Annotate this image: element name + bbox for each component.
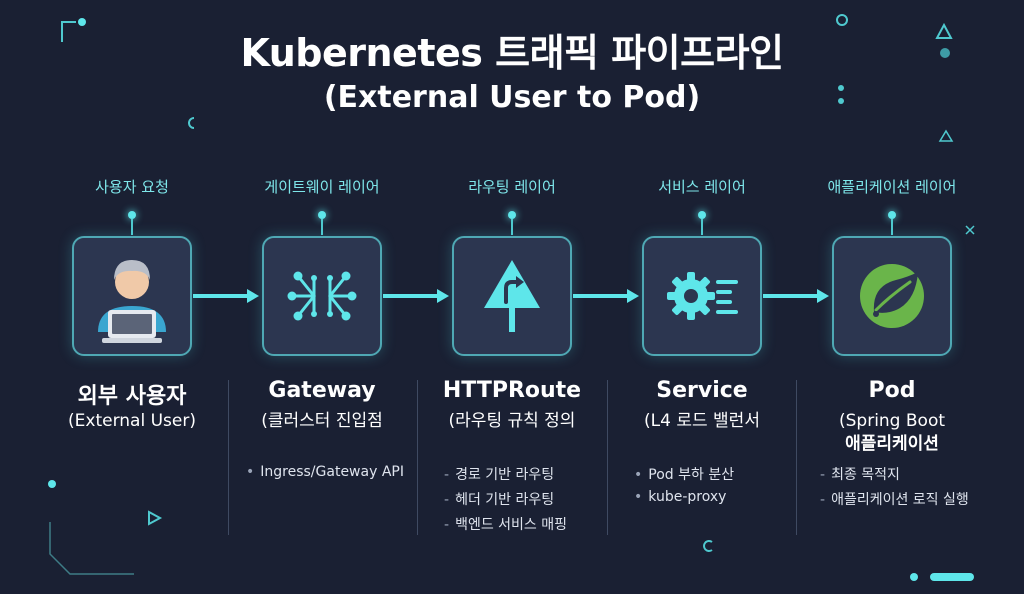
bullet-list: • Ingress/Gateway API <box>246 464 404 489</box>
pill-decoration <box>910 573 974 581</box>
node-httproute <box>452 236 572 356</box>
layer-label-gateway: 게이트웨이 레이어 <box>264 178 380 196</box>
step-title: HTTPRoute <box>442 378 582 403</box>
node-external-user <box>72 236 192 356</box>
step-title: 외부 사용자 <box>77 384 187 409</box>
route-sign-icon <box>484 260 540 332</box>
pin-dot <box>318 211 326 219</box>
column-divider <box>417 380 418 535</box>
play-triangle-decoration <box>148 510 163 526</box>
ring-decoration <box>836 14 848 26</box>
triangle-decoration <box>938 129 954 142</box>
bullet-text: 애플리케이션 로직 실행 <box>831 492 969 508</box>
pin-dot <box>888 211 896 219</box>
list-item: • Pod 부하 분산 <box>634 464 734 489</box>
step-subtitle-line: (Spring Boot <box>838 411 946 431</box>
pin-line <box>321 219 323 235</box>
ring-decoration <box>188 117 195 129</box>
step-subtitle: (Spring Boot 애플리케이션 <box>797 410 987 456</box>
step-subtitle-line: (라우팅 규칙 정의 <box>448 411 576 431</box>
flow-arrow <box>383 289 449 303</box>
bullet-mark: • <box>246 464 255 480</box>
layer-label-routing: 라우팅 레이어 <box>468 178 556 196</box>
step-subtitle-line: (L4 로드 밸런서 <box>644 411 760 431</box>
ring-decoration <box>703 540 713 552</box>
bullet-list: -최종 목적지 -애플리케이션 로직 실행 <box>820 464 969 514</box>
step-title: Gateway <box>268 378 376 403</box>
layer-label-application: 애플리케이션 레이어 <box>827 178 957 196</box>
step-subtitle: (클러스터 진입점 <box>227 410 417 433</box>
column-divider <box>796 380 797 535</box>
flow-arrow <box>193 289 259 303</box>
bullet-mark: - <box>444 517 450 533</box>
bullet-mark: - <box>444 492 450 508</box>
layer-label-service: 서비스 레이어 <box>658 178 746 196</box>
pin-dot <box>698 211 706 219</box>
pin-line <box>131 219 133 235</box>
bullet-mark: - <box>444 467 450 483</box>
service-gear-icon <box>667 272 738 320</box>
column-divider <box>607 380 608 535</box>
list-item: • kube-proxy <box>634 489 734 514</box>
node-pod <box>832 236 952 356</box>
bullet-text: kube-proxy <box>648 489 727 505</box>
triangle-decoration <box>935 22 953 39</box>
list-item: -백엔드 서비스 매핑 <box>444 514 567 539</box>
list-item: -최종 목적지 <box>820 464 969 489</box>
list-item: -경로 기반 라우팅 <box>444 464 567 489</box>
step-subtitle: (라우팅 규칙 정의 <box>417 410 607 433</box>
step-subtitle-line: 애플리케이션 <box>845 434 939 454</box>
step-subtitle: (L4 로드 밸런서 <box>607 410 797 433</box>
gateway-network-icon <box>287 271 357 321</box>
list-item: -헤더 기반 라우팅 <box>444 489 567 514</box>
flow-arrow <box>763 289 829 303</box>
pin-line <box>701 219 703 235</box>
layer-label-user-request: 사용자 요청 <box>95 178 169 196</box>
node-service <box>642 236 762 356</box>
bullet-text: 최종 목적지 <box>831 467 900 483</box>
corner-bracket-decoration <box>61 18 86 42</box>
bullet-text: 헤더 기반 라우팅 <box>455 492 555 508</box>
column-divider <box>228 380 229 535</box>
bullet-text: 백엔드 서비스 매핑 <box>455 517 568 533</box>
dots-decoration <box>838 85 844 104</box>
page-subtitle: (External User to Pod) <box>323 80 701 115</box>
pin-line <box>891 219 893 235</box>
bullet-text: Ingress/Gateway API <box>260 464 404 480</box>
step-subtitle-line: (클러스터 진입점 <box>261 411 383 431</box>
bullet-text: Pod 부하 분산 <box>648 467 735 483</box>
bullet-list: • Pod 부하 분산 • kube-proxy <box>634 464 734 514</box>
step-title: Service <box>656 378 748 403</box>
user-laptop-icon <box>98 260 166 343</box>
page-title: Kubernetes 트래픽 파이프라인 <box>240 31 784 75</box>
spring-leaf-icon <box>860 264 924 328</box>
step-subtitle-line: (External User) <box>68 411 196 431</box>
dot-decoration <box>48 480 56 488</box>
dot-decoration <box>940 48 950 58</box>
step-title: Pod <box>868 378 916 403</box>
bullet-mark: - <box>820 492 826 508</box>
bullet-mark: - <box>820 467 826 483</box>
bullet-mark: • <box>634 489 643 505</box>
pin-dot <box>508 211 516 219</box>
step-subtitle: (External User) <box>37 410 227 433</box>
bullet-list: -경로 기반 라우팅 -헤더 기반 라우팅 -백엔드 서비스 매핑 <box>444 464 567 539</box>
pin-line <box>511 219 513 235</box>
bullet-text: 경로 기반 라우팅 <box>455 467 555 483</box>
list-item: -애플리케이션 로직 실행 <box>820 489 969 514</box>
flow-arrow <box>573 289 639 303</box>
bullet-mark: • <box>634 467 643 483</box>
sparkle-decoration <box>965 225 975 235</box>
list-item: • Ingress/Gateway API <box>246 464 404 489</box>
corner-line-decoration <box>49 522 134 575</box>
node-gateway <box>262 236 382 356</box>
pin-dot <box>128 211 136 219</box>
